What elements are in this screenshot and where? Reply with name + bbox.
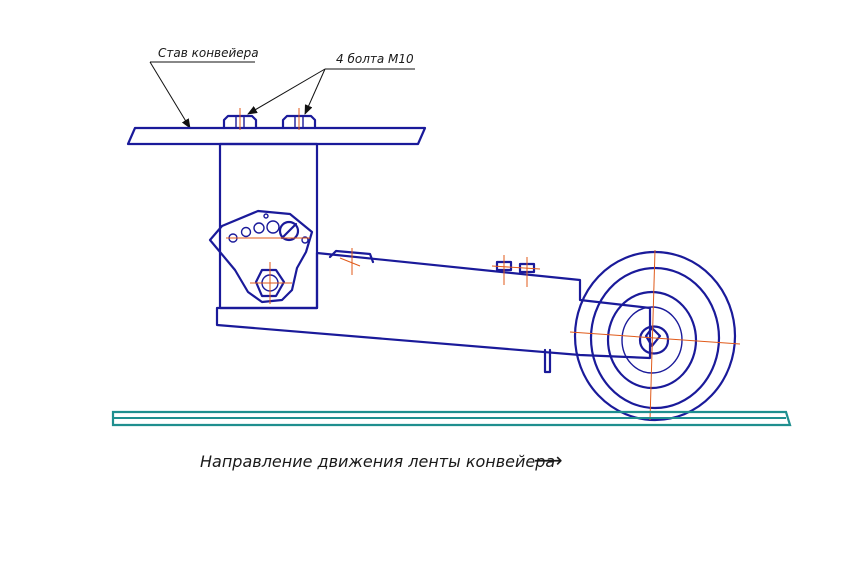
conveyor-frame	[126, 126, 427, 146]
bolt-left	[222, 108, 258, 130]
bolt-right	[281, 108, 317, 130]
direction-arrow: ⟶	[534, 448, 563, 472]
conveyor-belt	[111, 410, 792, 427]
frame-label: Став конвейера	[158, 46, 259, 60]
roller-wheel	[569, 249, 741, 422]
direction-label: Направление движения ленты конвейера	[200, 452, 555, 471]
swing-arm	[215, 248, 652, 374]
bolts-leader: 4 болта М10	[247, 52, 415, 115]
bolts-label: 4 болта М10	[336, 52, 414, 66]
adjustment-sector	[208, 209, 314, 304]
frame-leader: Став конвейера	[149, 46, 259, 129]
